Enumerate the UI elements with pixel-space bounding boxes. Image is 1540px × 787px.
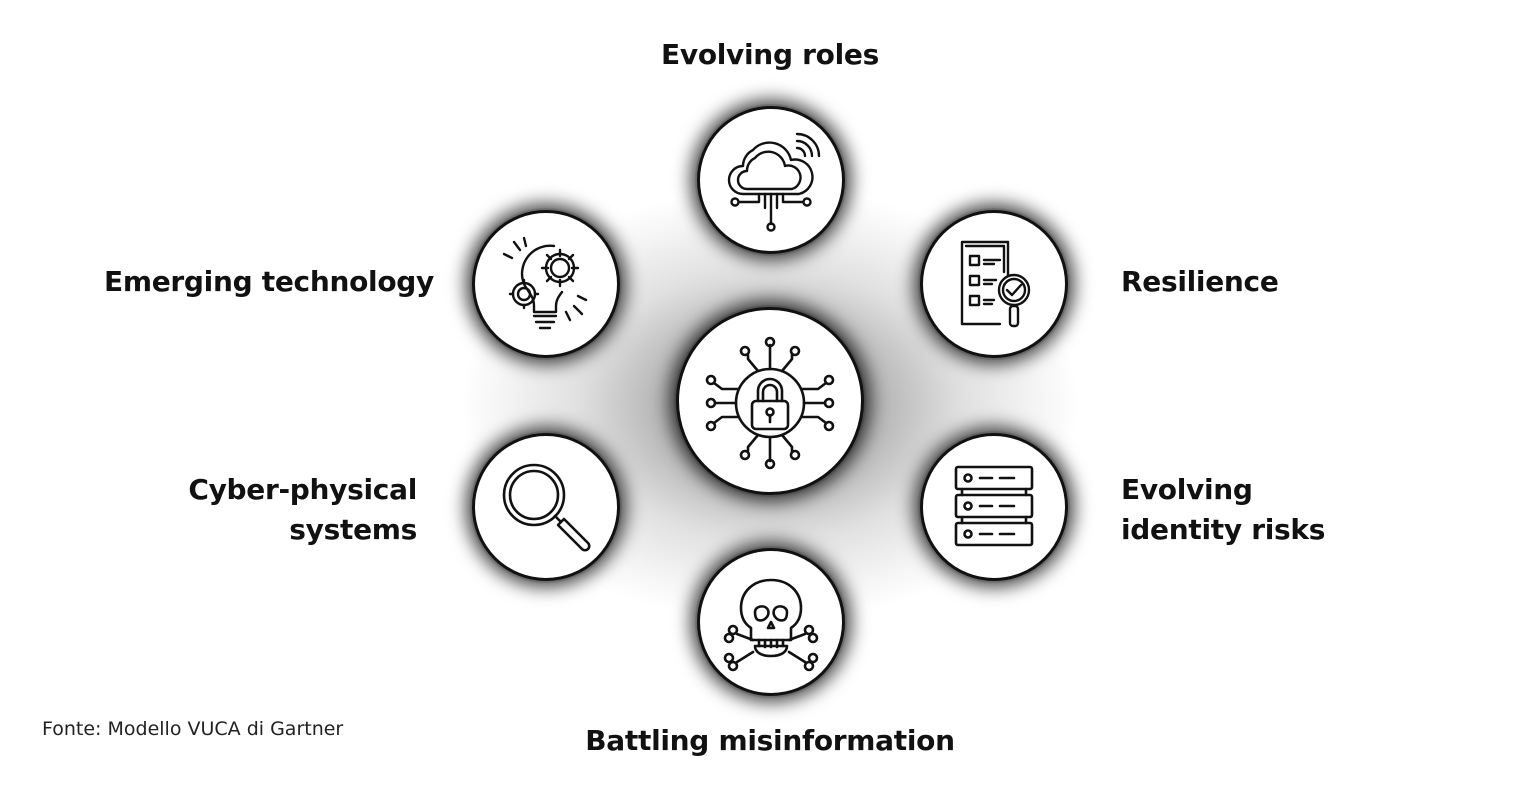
node-battling-misinformation bbox=[697, 548, 845, 696]
label-emerging-technology: Emerging technology bbox=[104, 265, 434, 298]
checklist-magnifier-icon bbox=[960, 240, 1031, 328]
label-resilience: Resilience bbox=[1121, 265, 1279, 298]
center-node bbox=[676, 307, 864, 495]
label-evolving-identity-risks: Evolving identity risks bbox=[1121, 473, 1326, 546]
lightbulb-gears-icon bbox=[502, 236, 588, 330]
magnifying-glass-icon bbox=[502, 463, 591, 552]
node-resilience bbox=[920, 210, 1068, 358]
label-evolving-roles: Evolving roles bbox=[661, 38, 879, 71]
source-caption: Fonte: Modello VUCA di Gartner bbox=[42, 718, 344, 740]
node-evolving-identity-risks bbox=[920, 433, 1068, 581]
server-rack-icon bbox=[954, 465, 1034, 547]
label-battling-misinformation: Battling misinformation bbox=[585, 724, 955, 757]
node-emerging-technology bbox=[472, 210, 620, 358]
skull-crossbones-icon bbox=[723, 578, 819, 672]
node-evolving-roles bbox=[697, 106, 845, 254]
node-cyber-physical-systems bbox=[472, 433, 620, 581]
label-cyber-physical-systems: Cyber-physical systems bbox=[188, 473, 417, 546]
network-lock-icon bbox=[705, 336, 835, 470]
cloud-network-icon bbox=[727, 132, 821, 232]
